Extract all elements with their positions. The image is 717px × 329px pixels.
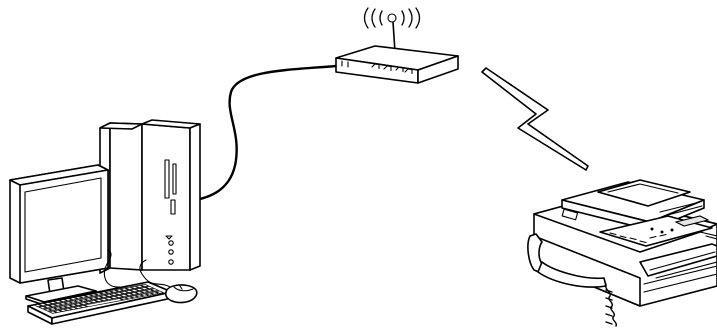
keyboard-key xyxy=(93,295,104,299)
keyboard-key xyxy=(83,300,94,304)
keyboard-key xyxy=(139,283,150,287)
keyboard-key xyxy=(68,297,79,301)
keyboard-key xyxy=(68,300,79,304)
keyboard-key xyxy=(119,287,130,291)
wireless-router-icon xyxy=(335,7,459,84)
keyboard-key xyxy=(73,305,84,309)
keyboard-key xyxy=(129,295,140,299)
keyboard-key xyxy=(134,291,145,295)
keyboard-icon xyxy=(27,281,173,325)
keyboard-key xyxy=(134,284,145,288)
keyboard-key xyxy=(114,291,125,295)
keyboard-key xyxy=(109,289,120,293)
keyboard-key xyxy=(114,295,125,299)
keyboard-key xyxy=(63,307,74,311)
keyboard-key xyxy=(98,297,109,301)
keyboard-key xyxy=(139,290,150,294)
keyboard-key xyxy=(129,292,140,296)
keyboard-key xyxy=(149,291,160,295)
keyboard-key xyxy=(88,296,99,300)
keyboard-key xyxy=(37,306,48,310)
keyboard-key xyxy=(52,309,63,313)
keyboard-key xyxy=(134,288,145,292)
keyboard-key xyxy=(73,296,84,300)
keyboard-key xyxy=(149,288,160,292)
keyboard-key xyxy=(63,298,74,302)
computer-monitor xyxy=(9,164,109,306)
keyboard-key xyxy=(99,291,109,295)
keyboard-key xyxy=(78,295,89,299)
keyboard-key xyxy=(114,288,125,292)
keyboard-key xyxy=(104,293,114,297)
mouse-icon xyxy=(165,284,198,304)
keyboard-key xyxy=(43,301,53,306)
keyboard-key xyxy=(58,305,69,309)
telephone-cord xyxy=(604,283,618,327)
keyboard-key xyxy=(124,293,135,297)
keyboard-key xyxy=(48,304,58,308)
keyboard-key xyxy=(93,298,104,302)
keyboard-key xyxy=(119,294,130,298)
keyboard-key xyxy=(139,293,150,297)
keyboard-spacebar xyxy=(83,298,125,308)
keyboard-key xyxy=(88,299,99,303)
keyboard-key xyxy=(124,296,135,300)
keyboard-key xyxy=(58,299,69,303)
keyboard-key xyxy=(58,302,69,306)
keyboard-key xyxy=(58,308,68,312)
keyboard-key xyxy=(88,293,99,297)
keyboard-key xyxy=(73,299,84,303)
keyboard-key xyxy=(119,290,130,294)
keyboard-key xyxy=(124,289,135,294)
keyboard-key xyxy=(103,296,114,301)
keyboard-key xyxy=(154,290,165,294)
keyboard-key xyxy=(78,301,89,305)
keyboard-key xyxy=(83,294,94,298)
keyboard-key xyxy=(129,285,140,289)
keyboard-key xyxy=(63,304,74,308)
keyboard-key xyxy=(47,310,58,314)
desktop-computer-icon xyxy=(9,119,201,325)
keyboard-key xyxy=(68,306,79,310)
keyboard-key xyxy=(42,308,53,312)
keyboard-key xyxy=(109,295,119,300)
keyboard-key xyxy=(78,304,89,309)
keyboard-key xyxy=(48,301,59,305)
keyboard-key xyxy=(53,306,63,310)
keyboard-key xyxy=(42,305,53,309)
keyboard-key xyxy=(144,292,155,296)
computer-tower xyxy=(99,119,201,274)
keyboard-key xyxy=(47,307,58,311)
keyboard-key xyxy=(68,303,79,307)
keyboard-key xyxy=(37,302,48,307)
keyboard-key xyxy=(73,302,84,306)
keyboard-key xyxy=(144,286,155,290)
keyboard-key xyxy=(129,288,140,293)
keyboard-key xyxy=(134,294,145,298)
multifunction-printer-icon xyxy=(527,179,717,327)
keyboard-key xyxy=(139,287,150,291)
keyboard-key xyxy=(63,301,74,305)
network-cable xyxy=(188,64,338,203)
keyboard-key xyxy=(53,303,64,307)
keyboard-key xyxy=(83,297,94,301)
wireless-signal-lightning-icon xyxy=(481,67,589,171)
keyboard-key xyxy=(104,290,115,294)
keyboard-key xyxy=(109,292,120,296)
keyboard-key xyxy=(119,297,130,301)
keyboard-key xyxy=(32,303,43,307)
keyboard-key xyxy=(124,286,135,290)
keyboard-key xyxy=(78,298,89,302)
keyboard-key xyxy=(144,289,155,293)
keyboard-key xyxy=(53,300,64,304)
keyboard-key xyxy=(98,294,109,298)
keyboard-key xyxy=(93,292,104,296)
monitor-screen xyxy=(24,177,102,273)
radio-waves-icon xyxy=(363,7,421,29)
